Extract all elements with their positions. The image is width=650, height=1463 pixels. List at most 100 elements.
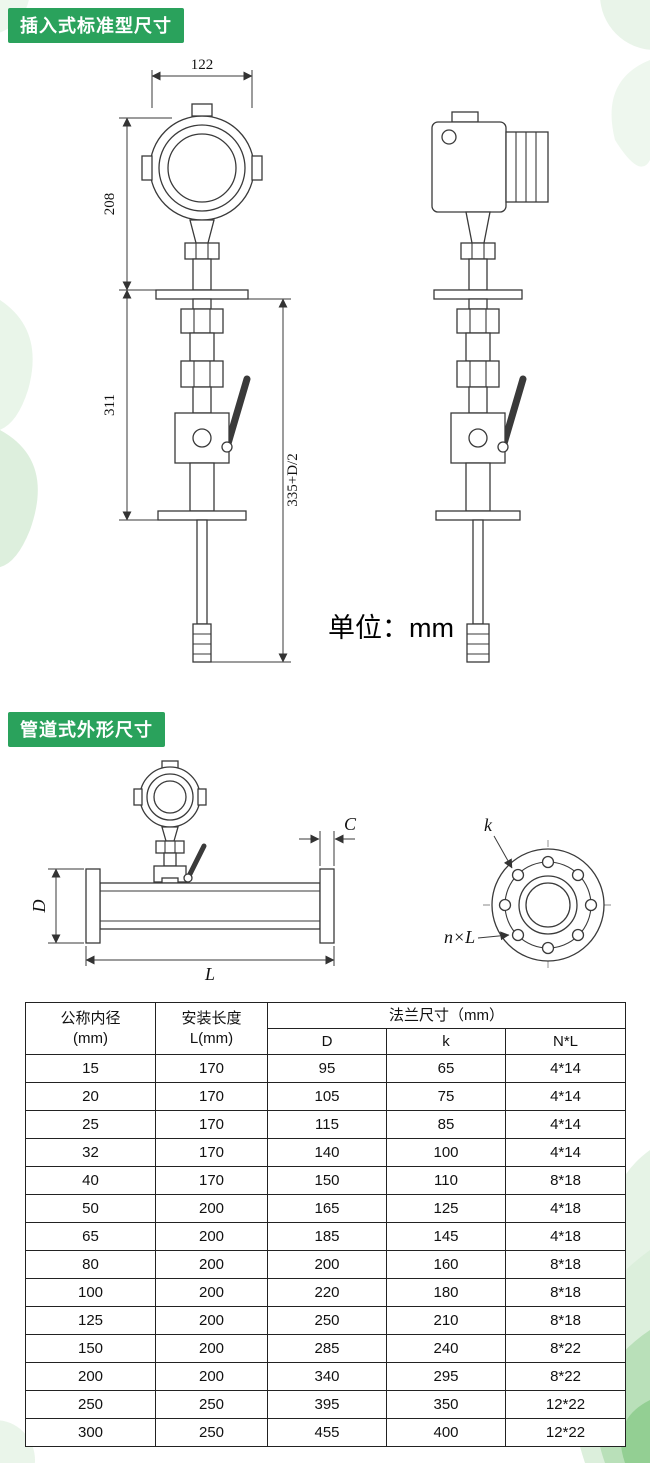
table-cell: 25 bbox=[25, 1110, 156, 1139]
table-cell: 200 bbox=[25, 1362, 156, 1391]
table-cell: 105 bbox=[267, 1082, 387, 1111]
table-cell: 140 bbox=[267, 1138, 387, 1167]
header-flange-nl: N*L bbox=[505, 1028, 626, 1055]
table-cell: 85 bbox=[386, 1110, 506, 1139]
table-cell: 125 bbox=[25, 1306, 156, 1335]
dimension-d: D bbox=[29, 868, 84, 944]
table-cell: 200 bbox=[155, 1250, 268, 1279]
insertion-type-drawing: 122 208 311 335+D/2 bbox=[102, 57, 549, 663]
table-cell: 240 bbox=[386, 1334, 506, 1363]
table-cell: 12*22 bbox=[505, 1390, 626, 1419]
header-install-length: 安装长度 L(mm) bbox=[155, 1002, 268, 1055]
table-cell: 4*18 bbox=[505, 1194, 626, 1223]
dim-label-l: L bbox=[204, 964, 215, 984]
table-cell: 100 bbox=[386, 1138, 506, 1167]
table-cell: 170 bbox=[155, 1110, 268, 1139]
flange-face-view bbox=[483, 840, 613, 970]
table-cell: 8*22 bbox=[505, 1334, 626, 1363]
flange-dimension-table: 公称内径 (mm) 安装长度 L(mm) 法兰尺寸（mm） D k N*L 15… bbox=[25, 1002, 626, 1447]
insertion-section-badge: 插入式标准型尺寸 bbox=[8, 8, 184, 43]
dim-label-d: D bbox=[29, 900, 49, 914]
pipeline-type-drawing: D L C bbox=[29, 760, 613, 984]
table-cell: 4*14 bbox=[505, 1082, 626, 1111]
dim-label-c: C bbox=[344, 814, 357, 834]
table-cell: 250 bbox=[155, 1390, 268, 1419]
table-cell: 15 bbox=[25, 1054, 156, 1083]
table-cell: 200 bbox=[155, 1362, 268, 1391]
dim-label-k: k bbox=[484, 815, 493, 835]
table-cell: 65 bbox=[386, 1054, 506, 1083]
table-cell: 220 bbox=[267, 1278, 387, 1307]
table-cell: 210 bbox=[386, 1306, 506, 1335]
unit-note: 单位：mm bbox=[328, 613, 454, 643]
table-cell: 4*14 bbox=[505, 1110, 626, 1139]
dim-label-122: 122 bbox=[191, 57, 214, 73]
table-cell: 400 bbox=[386, 1418, 506, 1447]
table-cell: 50 bbox=[25, 1194, 156, 1223]
table-cell: 40 bbox=[25, 1166, 156, 1195]
header-nominal-diameter: 公称内径 (mm) bbox=[25, 1002, 156, 1055]
table-cell: 160 bbox=[386, 1250, 506, 1279]
table-cell: 145 bbox=[386, 1222, 506, 1251]
label-k: k bbox=[484, 815, 513, 869]
dimension-l: L bbox=[85, 946, 335, 984]
table-cell: 185 bbox=[267, 1222, 387, 1251]
table-cell: 20 bbox=[25, 1082, 156, 1111]
table-cell: 200 bbox=[155, 1334, 268, 1363]
table-cell: 250 bbox=[155, 1418, 268, 1447]
table-cell: 95 bbox=[267, 1054, 387, 1083]
table-cell: 170 bbox=[155, 1054, 268, 1083]
dimension-335-d2: 335+D/2 bbox=[211, 298, 301, 663]
dim-label-311: 311 bbox=[102, 394, 118, 416]
table-cell: 395 bbox=[267, 1390, 387, 1419]
dim-label-208: 208 bbox=[102, 193, 118, 216]
pipeline-section-badge: 管道式外形尺寸 bbox=[8, 712, 165, 747]
table-cell: 170 bbox=[155, 1138, 268, 1167]
table-cell: 4*18 bbox=[505, 1222, 626, 1251]
table-cell: 200 bbox=[267, 1250, 387, 1279]
dim-label-nxl: n×L bbox=[444, 927, 475, 947]
insertion-front-view bbox=[141, 103, 263, 663]
table-cell: 200 bbox=[155, 1306, 268, 1335]
table-cell: 8*18 bbox=[505, 1250, 626, 1279]
table-cell: 80 bbox=[25, 1250, 156, 1279]
dimension-c: C bbox=[299, 814, 357, 866]
table-cell: 170 bbox=[155, 1082, 268, 1111]
pipeline-side-view bbox=[85, 760, 335, 944]
table-cell: 200 bbox=[155, 1222, 268, 1251]
table-cell: 170 bbox=[155, 1166, 268, 1195]
table-cell: 455 bbox=[267, 1418, 387, 1447]
table-cell: 285 bbox=[267, 1334, 387, 1363]
header-flange-d: D bbox=[267, 1028, 387, 1055]
header-flange-k: k bbox=[386, 1028, 506, 1055]
table-cell: 200 bbox=[155, 1194, 268, 1223]
table-cell: 340 bbox=[267, 1362, 387, 1391]
table-cell: 250 bbox=[267, 1306, 387, 1335]
table-cell: 100 bbox=[25, 1278, 156, 1307]
table-cell: 4*14 bbox=[505, 1054, 626, 1083]
table-cell: 4*14 bbox=[505, 1138, 626, 1167]
table-cell: 8*18 bbox=[505, 1306, 626, 1335]
table-cell: 350 bbox=[386, 1390, 506, 1419]
table-cell: 125 bbox=[386, 1194, 506, 1223]
insertion-side-view bbox=[431, 111, 549, 663]
table-cell: 110 bbox=[386, 1166, 506, 1195]
table-cell: 12*22 bbox=[505, 1418, 626, 1447]
table-cell: 8*18 bbox=[505, 1278, 626, 1307]
table-cell: 150 bbox=[267, 1166, 387, 1195]
